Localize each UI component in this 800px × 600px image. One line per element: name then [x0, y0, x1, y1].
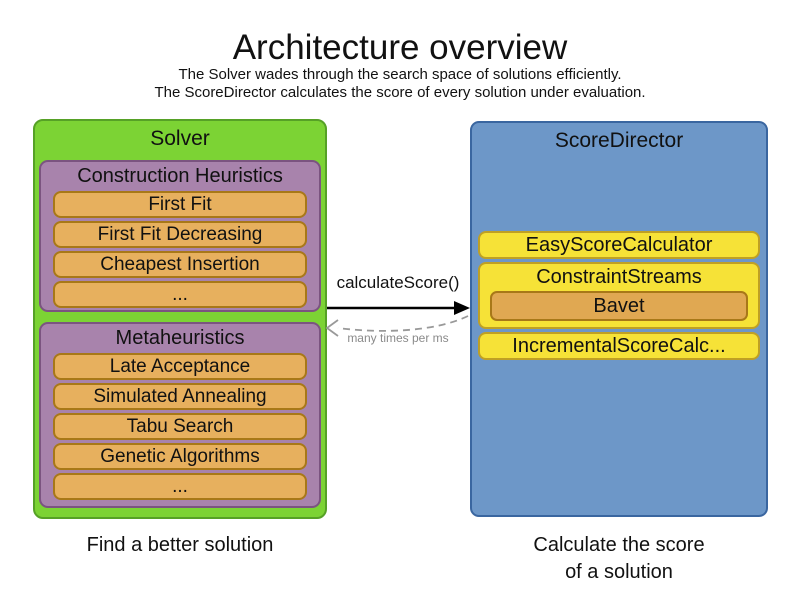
- interaction-arrows: [325, 301, 470, 337]
- algorithm-item-tabu-search: Tabu Search: [53, 413, 307, 440]
- subtitle: The Solver wades through the search spac…: [0, 66, 800, 101]
- calculator-easy-score: EasyScoreCalculator: [478, 231, 760, 259]
- algorithm-item-first-fit: First Fit: [53, 191, 307, 218]
- metaheuristics-group: Metaheuristics Late Acceptance Simulated…: [39, 322, 321, 508]
- many-times-label: many times per ms: [347, 331, 449, 345]
- calculator-constraint-streams: ConstraintStreams Bavet: [478, 262, 760, 329]
- algorithm-item-mh-ellipsis: ...: [53, 473, 307, 500]
- algorithm-item-genetic-algorithms: Genetic Algorithms: [53, 443, 307, 470]
- construction-heuristics-label: Construction Heuristics: [77, 165, 283, 187]
- scoredirector-label: ScoreDirector: [554, 129, 684, 152]
- many-times-arrowhead: [325, 319, 339, 337]
- scoredirector-caption-line-2: of a solution: [565, 561, 673, 583]
- constraint-streams-label: ConstraintStreams: [536, 266, 702, 288]
- scoredirector-caption-line-1: Calculate the score: [533, 534, 705, 556]
- algorithm-item-cheapest-insertion: Cheapest Insertion: [53, 251, 307, 278]
- scoredirector-box: ScoreDirector EasyScoreCalculator Constr…: [470, 121, 768, 517]
- metaheuristics-items: Late Acceptance Simulated Annealing Tabu…: [53, 353, 307, 503]
- solver-box: Solver Construction Heuristics First Fit…: [33, 119, 327, 519]
- construction-heuristics-group: Construction Heuristics First Fit First …: [39, 160, 321, 312]
- page-title: Architecture overview: [232, 28, 568, 67]
- algorithm-item-late-acceptance: Late Acceptance: [53, 353, 307, 380]
- algorithm-item-ch-ellipsis: ...: [53, 281, 307, 308]
- calculator-incremental-score: IncrementalScoreCalc...: [478, 332, 760, 360]
- bavet-box: Bavet: [490, 291, 748, 321]
- metaheuristics-label: Metaheuristics: [115, 327, 245, 349]
- construction-heuristics-items: First Fit First Fit Decreasing Cheapest …: [53, 191, 307, 311]
- algorithm-item-simulated-annealing: Simulated Annealing: [53, 383, 307, 410]
- solver-label: Solver: [150, 127, 210, 150]
- subtitle-line-1: The Solver wades through the search spac…: [178, 66, 622, 83]
- calculate-score-arrowhead: [454, 301, 470, 315]
- scoredirector-caption: Calculate the score of a solution: [470, 532, 768, 586]
- many-times-arrow-line: [337, 315, 469, 332]
- calculate-score-label: calculateScore(): [336, 273, 460, 292]
- subtitle-line-2: The ScoreDirector calculates the score o…: [154, 83, 646, 101]
- calculator-list: EasyScoreCalculator ConstraintStreams Ba…: [478, 231, 760, 363]
- algorithm-item-first-fit-decreasing: First Fit Decreasing: [53, 221, 307, 248]
- solver-caption: Find a better solution: [86, 534, 274, 556]
